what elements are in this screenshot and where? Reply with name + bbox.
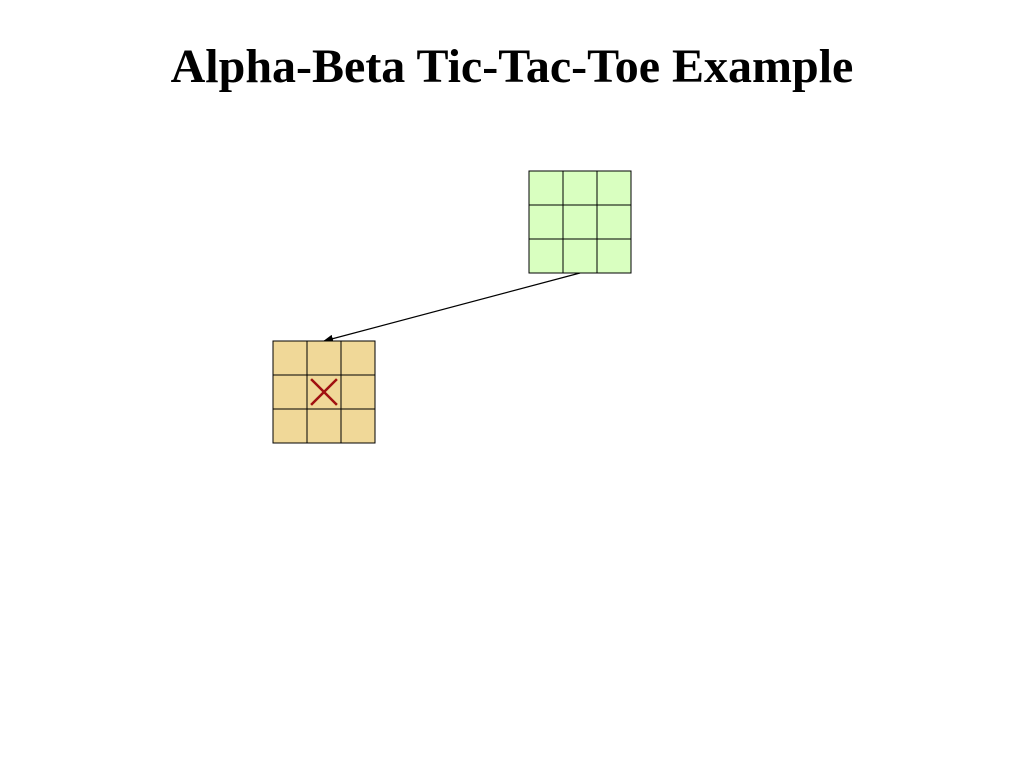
board-cell bbox=[528, 238, 564, 274]
board-cell bbox=[340, 408, 376, 444]
board-cell bbox=[562, 238, 598, 274]
board-cell bbox=[306, 408, 342, 444]
slide-title: Alpha-Beta Tic-Tac-Toe Example bbox=[170, 40, 854, 93]
board-cell bbox=[596, 238, 632, 274]
board-cell bbox=[340, 374, 376, 410]
board-root bbox=[528, 170, 632, 274]
board-child-center bbox=[272, 340, 376, 444]
tree-boards bbox=[272, 170, 632, 444]
board-cell bbox=[528, 204, 564, 240]
x-mark bbox=[310, 378, 338, 406]
board-cell bbox=[340, 340, 376, 376]
tree-edge-root-to-child-center bbox=[323, 272, 581, 343]
board-cell bbox=[562, 170, 598, 206]
board-cell bbox=[272, 408, 308, 444]
board-cell bbox=[562, 204, 598, 240]
board-cell bbox=[306, 340, 342, 376]
board-cell bbox=[528, 170, 564, 206]
board-cell bbox=[596, 170, 632, 206]
tree-edges bbox=[323, 272, 581, 343]
board-cell bbox=[272, 374, 308, 410]
board-cell bbox=[596, 204, 632, 240]
board-cell bbox=[272, 340, 308, 376]
